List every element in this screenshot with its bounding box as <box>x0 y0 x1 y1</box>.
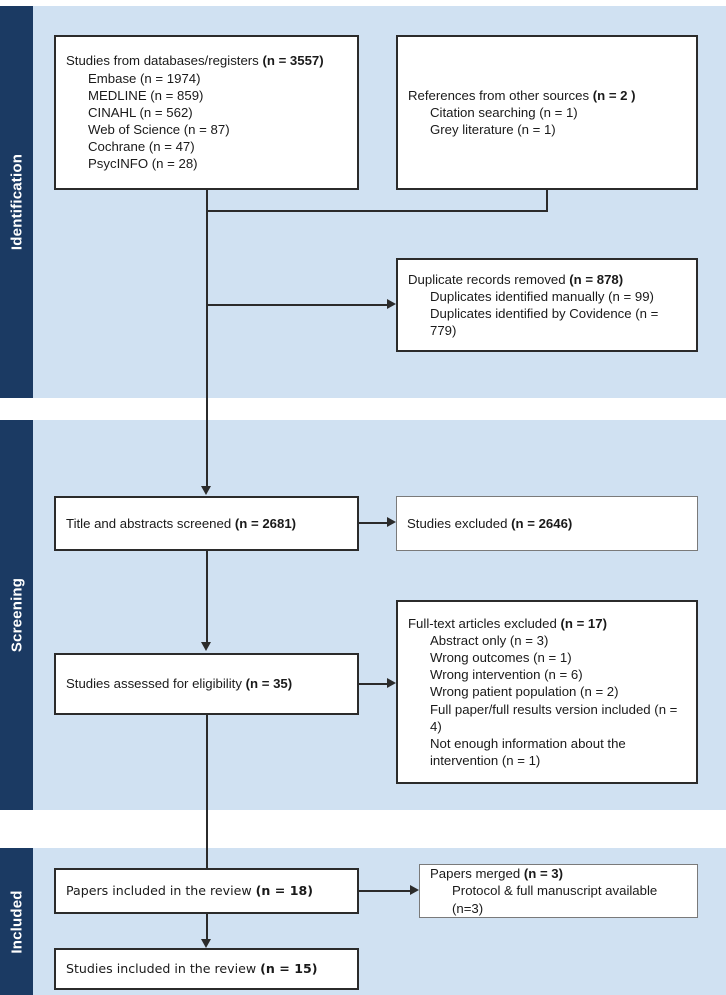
box-papers-included-header: Papers included in the review (n = 18) <box>66 882 313 898</box>
connector-papers-included-to-merged <box>359 890 411 892</box>
connector-other-sources-down <box>546 190 548 212</box>
connector-to-screened <box>206 398 208 488</box>
box-other-sources-header: References from other sources (n = 2 ) <box>408 87 636 103</box>
arrowhead-to-studies-included <box>201 939 211 948</box>
phase-tab-screening: Screening <box>0 420 33 810</box>
box-papers-included: Papers included in the review (n = 18) <box>54 868 359 914</box>
box-other-sources-item: Citation searching (n = 1) <box>430 104 578 120</box>
box-studies-excluded: Studies excluded (n = 2646) <box>396 496 698 551</box>
box-databases-header: Studies from databases/registers (n = 35… <box>66 53 324 69</box>
box-fulltext-excluded-item: Full paper/full results version included… <box>430 701 682 734</box>
phase-label-identification: Identification <box>8 153 25 251</box>
box-duplicates-header: Duplicate records removed (n = 878) <box>408 271 624 287</box>
box-screened-header: Title and abstracts screened (n = 2681) <box>66 515 297 531</box>
connector-identification-rail <box>206 196 208 506</box>
connector-screened-to-eligibility <box>206 551 208 644</box>
box-databases-item: CINAHL (n = 562) <box>88 104 193 120</box>
arrowhead-to-studies-excluded <box>387 517 396 527</box>
box-studies-included: Studies included in the review (n = 15) <box>54 948 359 990</box>
phase-label-screening: Screening <box>8 577 25 653</box>
box-duplicates-removed: Duplicate records removed (n = 878) Dupl… <box>396 258 698 352</box>
arrowhead-to-duplicates <box>387 299 396 309</box>
connector-to-duplicates <box>206 304 388 306</box>
box-fulltext-excluded-header: Full-text articles excluded (n = 17) <box>408 615 607 631</box>
box-studies-excluded-header: Studies excluded (n = 2646) <box>407 515 573 531</box>
box-databases-item: Embase (n = 1974) <box>88 70 201 86</box>
connector-screened-to-excluded <box>359 522 388 524</box>
box-fulltext-excluded-item: Not enough information about the interve… <box>430 735 630 769</box>
box-duplicates-item: Duplicates identified by Covidence (n = … <box>430 306 663 339</box>
box-studies-included-header: Studies included in the review (n = 15) <box>66 960 318 976</box>
box-papers-merged-item: Protocol & full manuscript available (n=… <box>452 883 661 916</box>
box-eligibility-header: Studies assessed for eligibility (n = 35… <box>66 676 293 692</box>
phase-tab-identification: Identification <box>0 6 33 398</box>
box-databases-item: PsycINFO (n = 28) <box>88 156 198 172</box>
arrowhead-to-eligibility <box>201 642 211 651</box>
box-title-abstracts-screened: Title and abstracts screened (n = 2681) <box>54 496 359 551</box>
connector-merge-horizontal <box>206 210 548 212</box>
box-databases-item: MEDLINE (n = 859) <box>88 87 204 103</box>
box-databases-registers: Studies from databases/registers (n = 35… <box>54 35 359 190</box>
box-databases-item: Cochrane (n = 47) <box>88 139 195 155</box>
connector-papers-to-studies-included <box>206 914 208 941</box>
box-fulltext-excluded-item: Wrong outcomes (n = 1) <box>430 650 572 666</box>
box-studies-assessed-eligibility: Studies assessed for eligibility (n = 35… <box>54 653 359 715</box>
box-other-sources-item: Grey literature (n = 1) <box>430 122 556 138</box>
box-fulltext-excluded-item: Wrong intervention (n = 6) <box>430 667 583 683</box>
box-papers-merged: Papers merged (n = 3) Protocol & full ma… <box>419 864 698 918</box>
phase-label-included: Included <box>8 889 25 954</box>
arrowhead-to-fulltext-excluded <box>387 678 396 688</box>
box-databases-item: Web of Science (n = 87) <box>88 122 230 138</box>
box-duplicates-item: Duplicates identified manually (n = 99) <box>430 288 654 304</box>
box-fulltext-excluded-item: Abstract only (n = 3) <box>430 632 549 648</box>
box-papers-merged-header: Papers merged (n = 3) <box>430 866 564 882</box>
phase-tab-included: Included <box>0 848 33 995</box>
box-fulltext-excluded-item: Wrong patient population (n = 2) <box>430 684 619 700</box>
arrowhead-to-screened <box>201 486 211 495</box>
connector-eligibility-to-fulltext-excluded <box>359 683 388 685</box>
connector-eligibility-to-included <box>206 715 208 871</box>
box-fulltext-articles-excluded: Full-text articles excluded (n = 17) Abs… <box>396 600 698 784</box>
arrowhead-to-papers-merged <box>410 885 419 895</box>
box-other-sources: References from other sources (n = 2 ) C… <box>396 35 698 190</box>
